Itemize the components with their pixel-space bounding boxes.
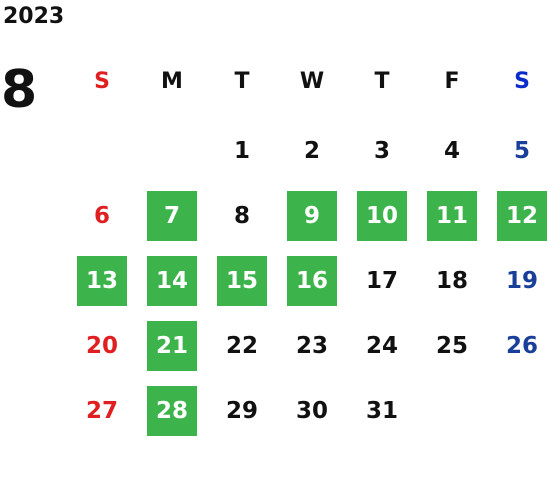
day-cell[interactable]: 31 <box>365 398 398 424</box>
weekday-header-thursday: T <box>374 68 390 94</box>
weekday-header-tuesday: T <box>234 68 250 94</box>
day-cell[interactable]: 23 <box>295 333 328 359</box>
highlighted-day-cell[interactable]: 11 <box>427 191 477 241</box>
weekday-header-friday: F <box>444 68 460 94</box>
day-cell[interactable]: 8 <box>233 203 250 229</box>
day-cell[interactable]: 19 <box>505 268 538 294</box>
day-cell[interactable]: 30 <box>295 398 328 424</box>
day-cell[interactable]: 25 <box>435 333 468 359</box>
highlighted-day-cell[interactable]: 14 <box>147 256 197 306</box>
highlighted-day-cell[interactable]: 15 <box>217 256 267 306</box>
weekday-header-saturday: S <box>514 68 530 94</box>
highlighted-day-cell[interactable]: 21 <box>147 321 197 371</box>
weekday-header-wednesday: W <box>299 68 325 94</box>
weekday-header-monday: M <box>161 68 183 94</box>
day-cell[interactable]: 17 <box>365 268 398 294</box>
day-cell[interactable]: 24 <box>365 333 398 359</box>
highlighted-day-cell[interactable]: 13 <box>77 256 127 306</box>
day-cell[interactable]: 4 <box>443 138 460 164</box>
day-cell[interactable]: 26 <box>505 333 538 359</box>
weekday-header-sunday: S <box>94 68 110 94</box>
highlighted-day-cell[interactable]: 12 <box>497 191 547 241</box>
highlighted-day-cell[interactable]: 16 <box>287 256 337 306</box>
day-cell[interactable]: 20 <box>85 333 118 359</box>
highlighted-day-cell[interactable]: 28 <box>147 386 197 436</box>
highlighted-day-cell[interactable]: 10 <box>357 191 407 241</box>
day-cell[interactable]: 2 <box>303 138 320 164</box>
day-cell[interactable]: 5 <box>513 138 530 164</box>
day-cell[interactable]: 22 <box>225 333 258 359</box>
day-cell[interactable]: 18 <box>435 268 468 294</box>
highlighted-day-cell[interactable]: 7 <box>147 191 197 241</box>
day-cell[interactable]: 27 <box>85 398 118 424</box>
calendar-month: 8 <box>1 60 38 120</box>
calendar-year: 2023 <box>3 4 65 29</box>
day-cell[interactable]: 6 <box>93 203 110 229</box>
day-cell[interactable]: 3 <box>373 138 390 164</box>
day-cell[interactable]: 1 <box>233 138 250 164</box>
day-cell[interactable]: 29 <box>225 398 258 424</box>
highlighted-day-cell[interactable]: 9 <box>287 191 337 241</box>
